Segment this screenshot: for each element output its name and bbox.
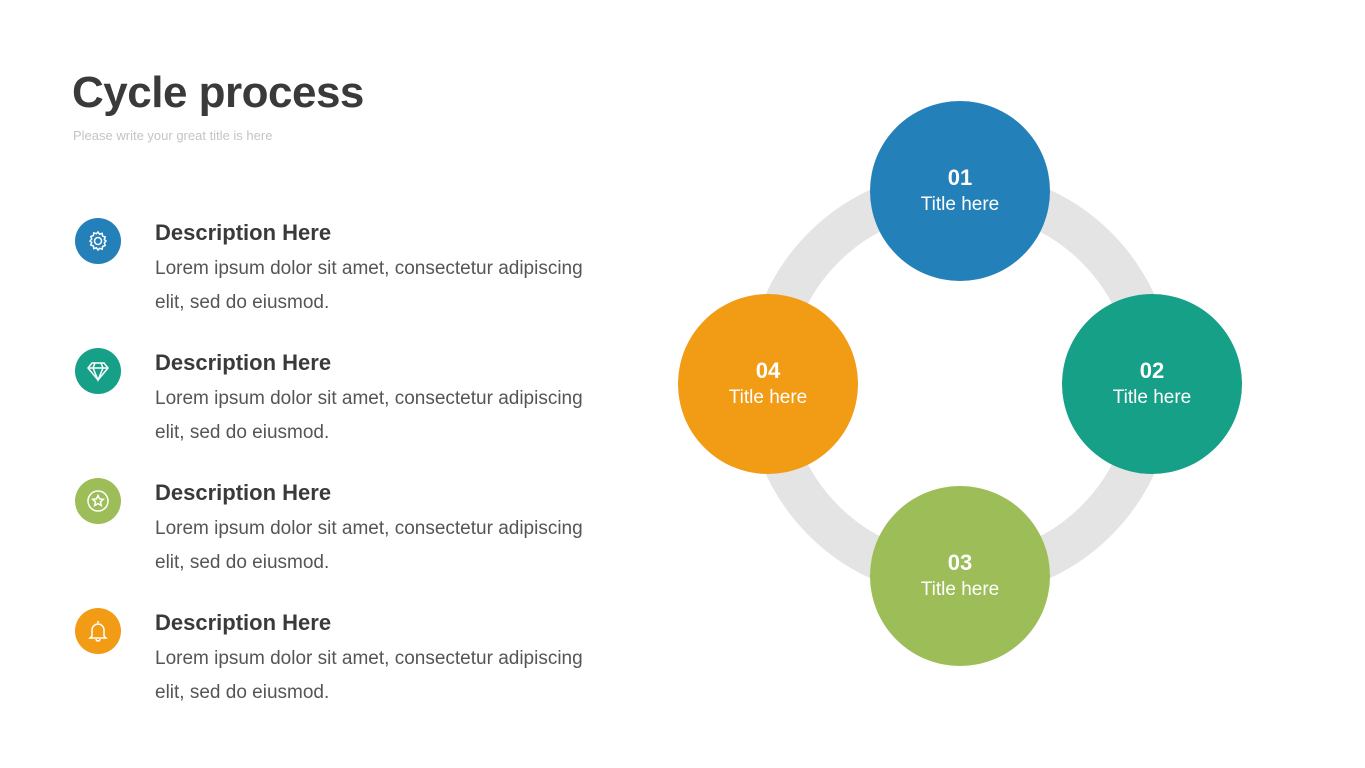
description-item-1: Description Here Lorem ipsum dolor sit a… xyxy=(75,218,615,328)
description-text: Lorem ipsum dolor sit amet, consectetur … xyxy=(155,648,583,703)
description-item-2: Description Here Lorem ipsum dolor sit a… xyxy=(75,348,615,458)
star-badge-icon xyxy=(75,478,121,524)
description-item-3: Description Here Lorem ipsum dolor sit a… xyxy=(75,478,615,588)
gear-icon xyxy=(75,218,121,264)
cycle-diagram: 01 Title here 02 Title here 03 Title her… xyxy=(660,90,1260,690)
bell-icon xyxy=(75,608,121,654)
cycle-node-02: 02 Title here xyxy=(1062,294,1242,474)
cycle-node-03: 03 Title here xyxy=(870,486,1050,666)
node-number: 01 xyxy=(947,165,973,190)
node-number: 02 xyxy=(1139,358,1165,383)
page-title: Cycle process xyxy=(72,68,364,117)
description-text: Lorem ipsum dolor sit amet, consectetur … xyxy=(155,388,583,443)
node-label: Title here xyxy=(920,579,1000,600)
page-subtitle: Please write your great title is here xyxy=(73,128,273,143)
description-heading: Description Here xyxy=(155,480,332,505)
description-heading: Description Here xyxy=(155,350,332,375)
description-heading: Description Here xyxy=(155,610,332,635)
cycle-node-01: 01 Title here xyxy=(870,101,1050,281)
node-label: Title here xyxy=(728,387,808,408)
node-number: 04 xyxy=(755,358,781,383)
description-text: Lorem ipsum dolor sit amet, consectetur … xyxy=(155,518,583,573)
diamond-icon xyxy=(75,348,121,394)
description-heading: Description Here xyxy=(155,220,332,245)
node-number: 03 xyxy=(947,550,973,575)
description-text: Lorem ipsum dolor sit amet, consectetur … xyxy=(155,258,583,313)
node-label: Title here xyxy=(1112,387,1192,408)
cycle-node-04: 04 Title here xyxy=(678,294,858,474)
description-item-4: Description Here Lorem ipsum dolor sit a… xyxy=(75,608,615,718)
node-label: Title here xyxy=(920,194,1000,215)
